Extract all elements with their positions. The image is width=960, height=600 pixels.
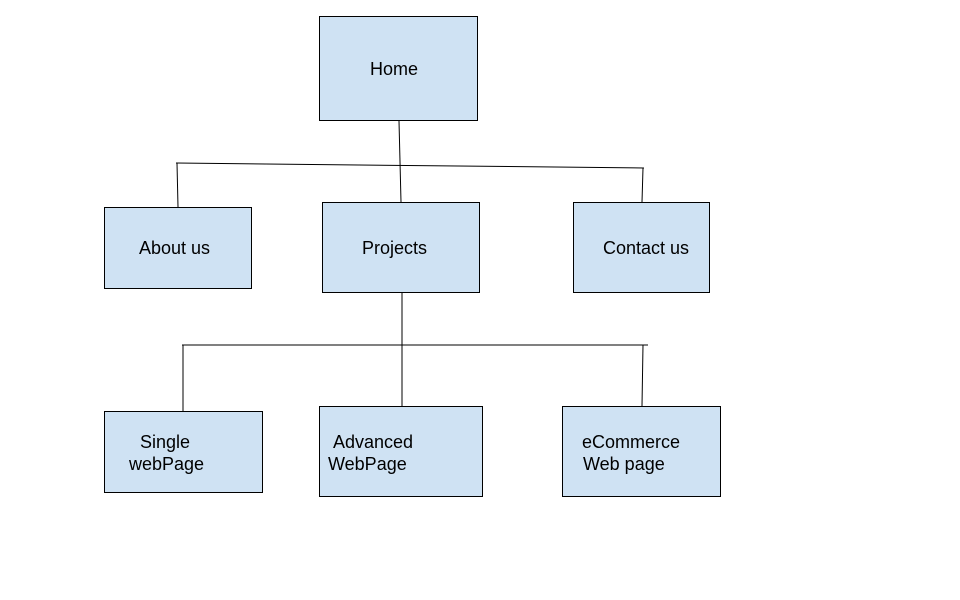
node-home: Home	[319, 16, 478, 121]
node-ecommerce-webpage-box	[562, 406, 721, 497]
node-home-label: Home	[370, 59, 418, 79]
node-about-us: About us	[104, 207, 252, 289]
node-ecommerce-webpage: eCommerce Web page	[562, 406, 721, 497]
connectors-projects	[182, 292, 648, 411]
node-contact-us-label: Contact us	[603, 238, 689, 258]
node-home-box	[319, 16, 478, 121]
node-ecommerce-webpage-label-line1: eCommerce	[582, 432, 680, 452]
node-advanced-webpage-box	[319, 406, 483, 497]
node-single-webpage: Single webPage	[104, 411, 263, 493]
node-advanced-webpage-label-line2: WebPage	[328, 454, 407, 474]
connector-to-ecommerce	[641, 344, 644, 407]
node-about-us-label: About us	[139, 238, 210, 258]
connector-home-down	[398, 120, 402, 203]
connector-to-contact	[641, 167, 644, 203]
connectors-home	[175, 120, 645, 208]
node-contact-us: Contact us	[573, 202, 710, 293]
node-contact-us-box	[573, 202, 710, 293]
node-about-us-box	[104, 207, 252, 289]
node-projects-box	[322, 202, 480, 293]
node-advanced-webpage-label-line1: Advanced	[333, 432, 413, 452]
connector-to-about	[176, 162, 179, 208]
node-single-webpage-label-line2: webPage	[128, 454, 204, 474]
node-projects-label: Projects	[362, 238, 427, 258]
node-ecommerce-webpage-label-line2: Web page	[583, 454, 665, 474]
connector-level1-bar	[175, 162, 645, 169]
node-single-webpage-label-line1: Single	[140, 432, 190, 452]
node-single-webpage-box	[104, 411, 263, 493]
node-projects: Projects	[322, 202, 480, 293]
node-advanced-webpage: Advanced WebPage	[319, 406, 483, 497]
